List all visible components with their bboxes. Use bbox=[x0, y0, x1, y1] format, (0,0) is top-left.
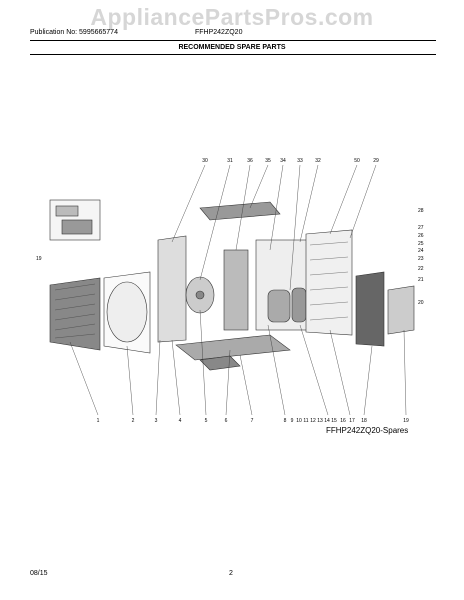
callout-bottom: 2 bbox=[132, 418, 135, 424]
callout-top: 35 bbox=[265, 158, 271, 164]
callout-bottom: 10 bbox=[296, 418, 302, 424]
callout-left: 19 bbox=[36, 256, 42, 262]
callout-bottom: 9 bbox=[291, 418, 294, 424]
callout-bottom: 14 bbox=[324, 418, 330, 424]
callout-bottom: 8 bbox=[284, 418, 287, 424]
rear-grille bbox=[355, 271, 385, 347]
header-rule-bottom bbox=[30, 54, 436, 55]
callout-bottom: 12 bbox=[310, 418, 316, 424]
callout-right: 28 bbox=[418, 208, 424, 214]
callout-bottom: 19 bbox=[403, 418, 409, 424]
callout-top: 31 bbox=[227, 158, 233, 164]
callout-bottom: 1 bbox=[97, 418, 100, 424]
front-grille bbox=[49, 277, 101, 351]
top-cover bbox=[199, 201, 281, 221]
callout-bottom: 11 bbox=[303, 418, 308, 424]
base-pan bbox=[175, 334, 291, 361]
inset-control-box bbox=[49, 199, 101, 241]
site-watermark: AppliancePartsPros.com bbox=[90, 4, 374, 30]
callout-right: 23 bbox=[418, 256, 424, 262]
callout-bottom: 18 bbox=[361, 418, 367, 424]
callout-right: 24 bbox=[418, 248, 424, 254]
callout-bottom: 7 bbox=[251, 418, 254, 424]
front-panel bbox=[103, 271, 151, 354]
callout-bottom: 6 bbox=[225, 418, 228, 424]
callout-right: 22 bbox=[418, 266, 424, 272]
callout-bottom: 3 bbox=[155, 418, 158, 424]
callout-right: 25 bbox=[418, 241, 424, 247]
callout-top: 29 bbox=[373, 158, 379, 164]
condenser-coil bbox=[305, 229, 353, 336]
callout-top: 50 bbox=[354, 158, 360, 164]
motor-bracket bbox=[223, 249, 249, 331]
callout-top: 36 bbox=[247, 158, 253, 164]
callout-right: 20 bbox=[418, 300, 424, 306]
callout-top: 30 bbox=[202, 158, 208, 164]
exploded-parts-diagram: 30 31 36 35 34 33 32 50 29 1 2 3 4 5 6 7… bbox=[36, 158, 424, 424]
callout-top: 32 bbox=[315, 158, 321, 164]
callout-right: 26 bbox=[418, 233, 424, 239]
callout-right: 21 bbox=[418, 277, 424, 283]
callout-bottom: 15 bbox=[331, 418, 337, 424]
drain-tray bbox=[199, 355, 241, 371]
model-number: FFHP242ZQ20 bbox=[195, 29, 243, 36]
callout-right: 27 bbox=[418, 225, 424, 231]
side-frame bbox=[157, 235, 187, 343]
right-side-panel bbox=[387, 285, 415, 335]
callout-top: 33 bbox=[297, 158, 303, 164]
footer-date: 08/15 bbox=[30, 570, 48, 577]
callout-bottom: 4 bbox=[179, 418, 182, 424]
callout-bottom: 5 bbox=[205, 418, 208, 424]
callout-bottom: 13 bbox=[317, 418, 323, 424]
callout-bottom: 17 bbox=[349, 418, 355, 424]
footer-page-number: 2 bbox=[229, 570, 233, 577]
diagram-caption: FFHP242ZQ20-Spares bbox=[326, 426, 409, 435]
page-heading: RECOMMENDED SPARE PARTS bbox=[178, 44, 286, 51]
header-rule-top bbox=[30, 40, 436, 41]
fan-blade bbox=[185, 276, 215, 314]
callout-top: 34 bbox=[280, 158, 286, 164]
publication-number: Publication No: 5995665774 bbox=[30, 29, 118, 36]
top-leader-lines bbox=[171, 164, 377, 291]
bottom-leader-lines bbox=[69, 309, 407, 416]
callout-bottom: 16 bbox=[340, 418, 346, 424]
